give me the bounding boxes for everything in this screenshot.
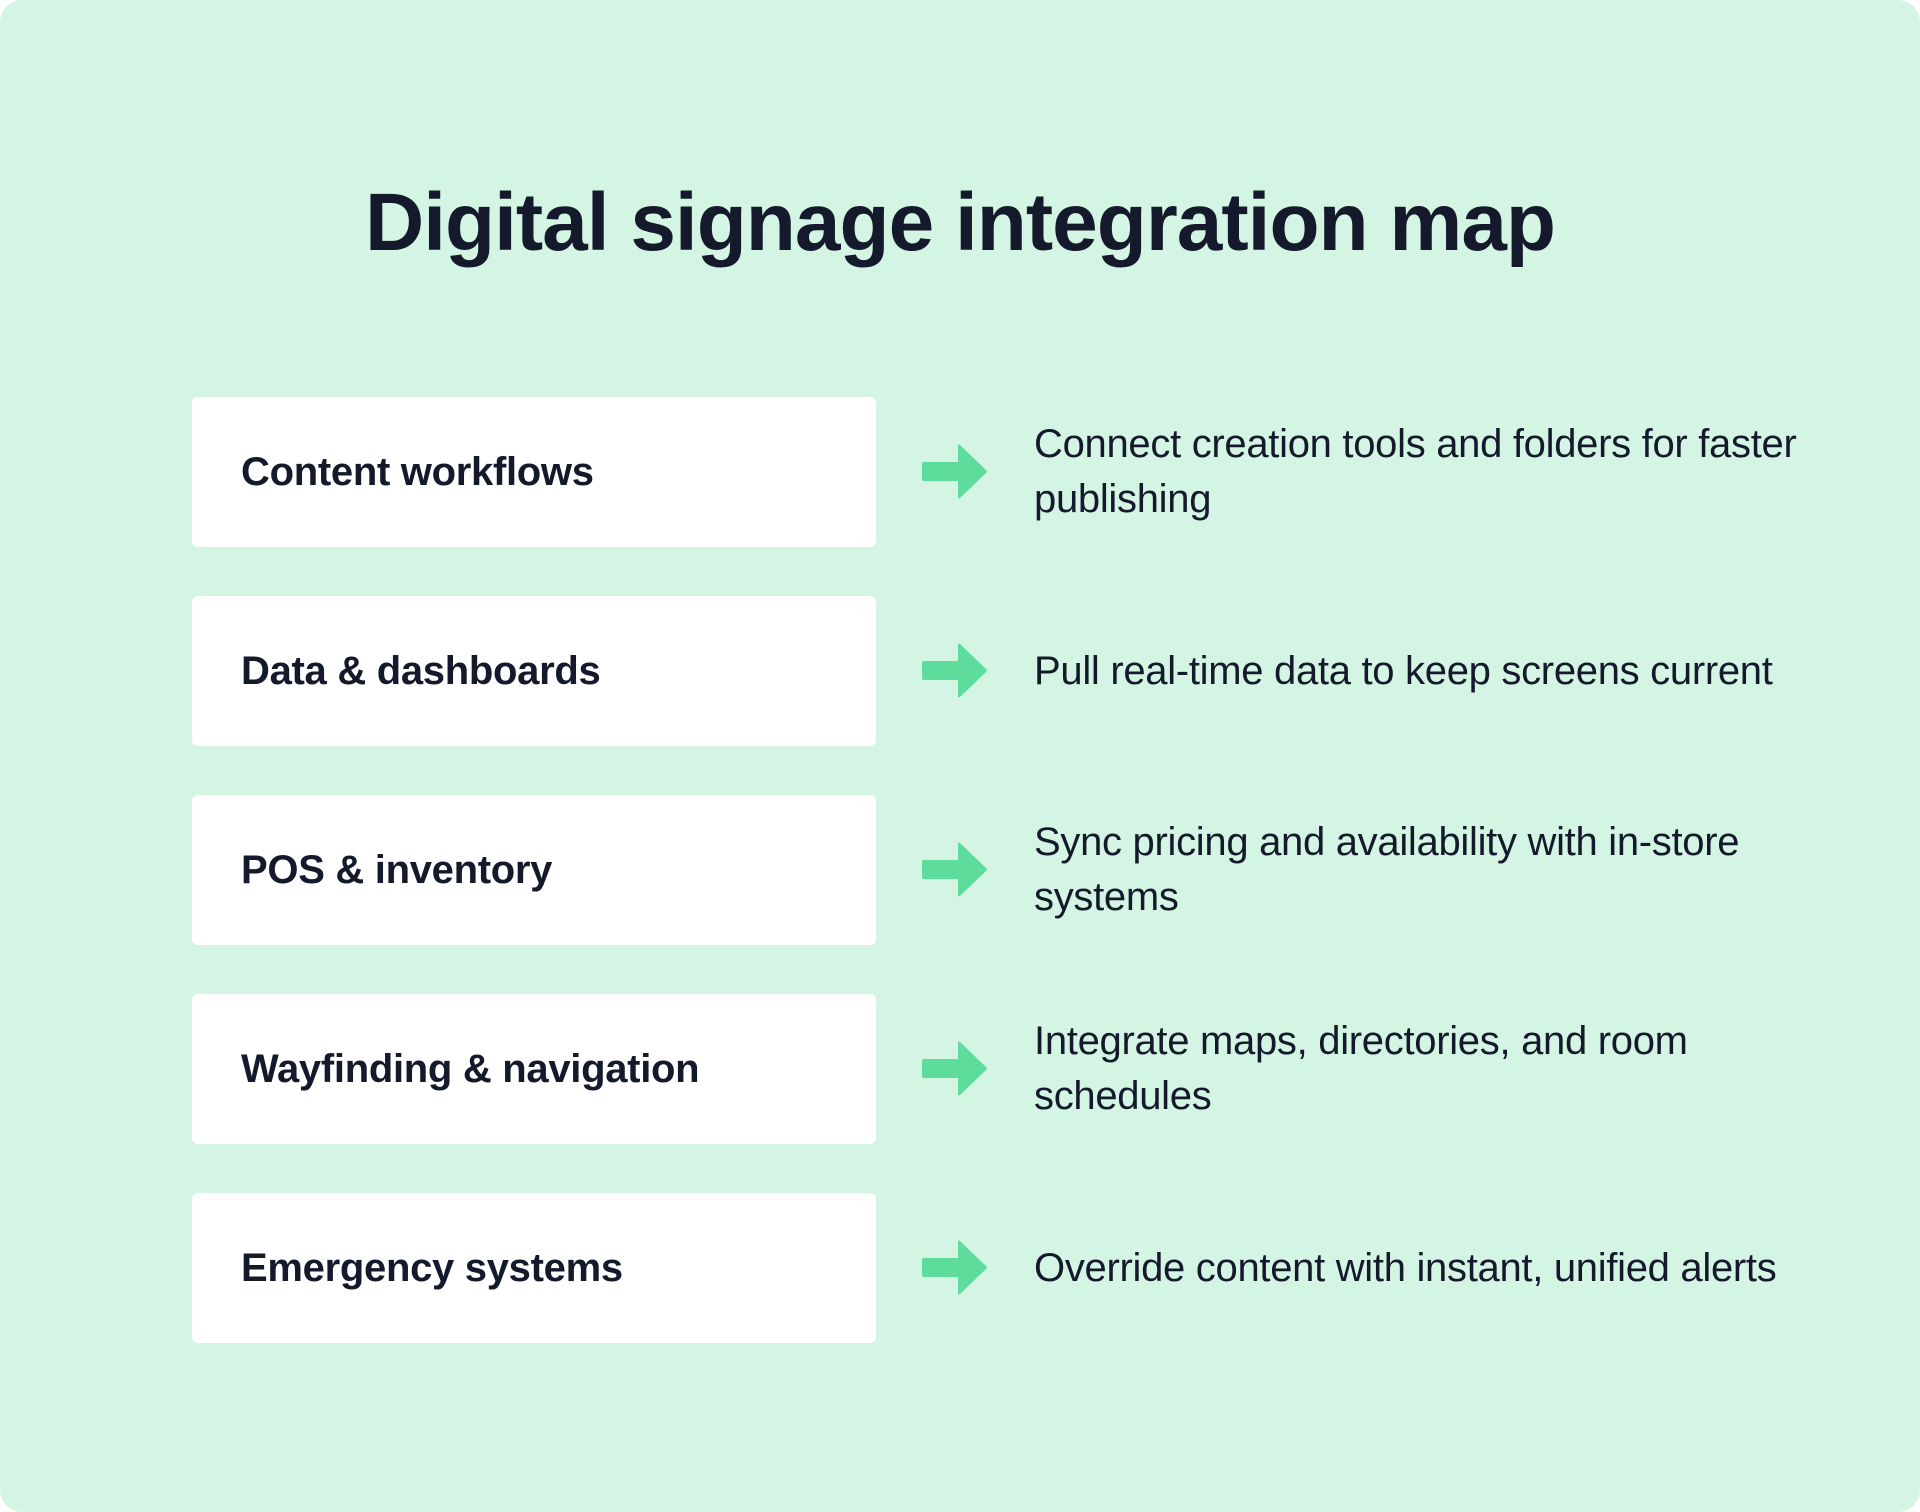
arrow-right-icon bbox=[922, 643, 987, 698]
arrow-right-icon bbox=[922, 842, 987, 897]
category-box: Data & dashboards bbox=[192, 596, 876, 746]
integration-description: Connect creation tools and folders for f… bbox=[1034, 422, 1797, 521]
category-label: Wayfinding & navigation bbox=[241, 1046, 700, 1091]
integration-description: Override content with instant, unified a… bbox=[1034, 1245, 1777, 1290]
integration-description: Sync pricing and availability with in-st… bbox=[1034, 820, 1740, 919]
integration-row-content-workflows: Content workflows Connect creation tools… bbox=[192, 397, 1797, 547]
page-title: Digital signage integration map bbox=[364, 177, 1556, 268]
category-label: POS & inventory bbox=[241, 847, 553, 892]
integration-description: Pull real-time data to keep screens curr… bbox=[1034, 648, 1773, 693]
integration-row-pos-inventory: POS & inventory Sync pricing and availab… bbox=[192, 795, 1792, 945]
integration-row-data-dashboards: Data & dashboards Pull real-time data to… bbox=[192, 596, 1792, 746]
category-box: Wayfinding & navigation bbox=[192, 994, 876, 1144]
integration-description: Integrate maps, directories, and room sc… bbox=[1034, 1019, 1688, 1118]
arrow-right-icon bbox=[922, 1240, 987, 1295]
category-box: POS & inventory bbox=[192, 795, 876, 945]
category-box: Emergency systems bbox=[192, 1193, 876, 1343]
integration-row-wayfinding-navigation: Wayfinding & navigation Integrate maps, … bbox=[192, 994, 1792, 1144]
category-label: Content workflows bbox=[241, 449, 594, 494]
arrow-right-icon bbox=[922, 444, 987, 499]
category-label: Data & dashboards bbox=[241, 648, 601, 693]
arrow-right-icon bbox=[922, 1041, 987, 1096]
integration-row-emergency-systems: Emergency systems Override content with … bbox=[192, 1193, 1792, 1343]
category-label: Emergency systems bbox=[241, 1245, 623, 1290]
category-box: Content workflows bbox=[192, 397, 876, 547]
